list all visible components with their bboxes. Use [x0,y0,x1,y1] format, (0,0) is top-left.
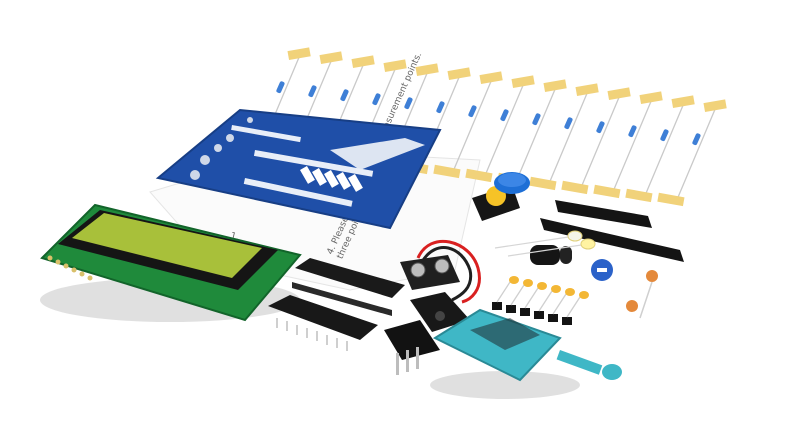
pcb-board [155,108,442,230]
transistor [534,285,561,319]
battery-clip [400,239,481,304]
resistor [657,99,727,207]
header-pins [540,200,684,262]
resistor [497,79,567,187]
transistor [548,288,575,322]
led [507,238,596,257]
electrolytic-capacitors [530,245,572,265]
button-cap [494,172,530,194]
lcd-module [40,203,302,322]
dc-jack [410,292,470,332]
transistor [492,276,519,310]
ceramic-capacitors [626,270,658,319]
zif-socket [432,308,622,382]
led-diodes [494,230,596,257]
transistor [520,282,547,316]
transistors [492,276,589,325]
resistor [433,71,503,179]
resistor [625,95,695,203]
led [494,230,583,249]
resistor [561,87,631,195]
resistor [529,83,599,191]
transistor [506,279,533,313]
ic-chip [268,295,378,351]
transistor [562,291,589,325]
instruction-line: 1. [229,231,240,243]
resistor [465,75,535,183]
potentiometer [591,259,613,281]
ic-socket [292,258,405,316]
rocker-switch [384,320,440,375]
resistor [593,91,663,199]
